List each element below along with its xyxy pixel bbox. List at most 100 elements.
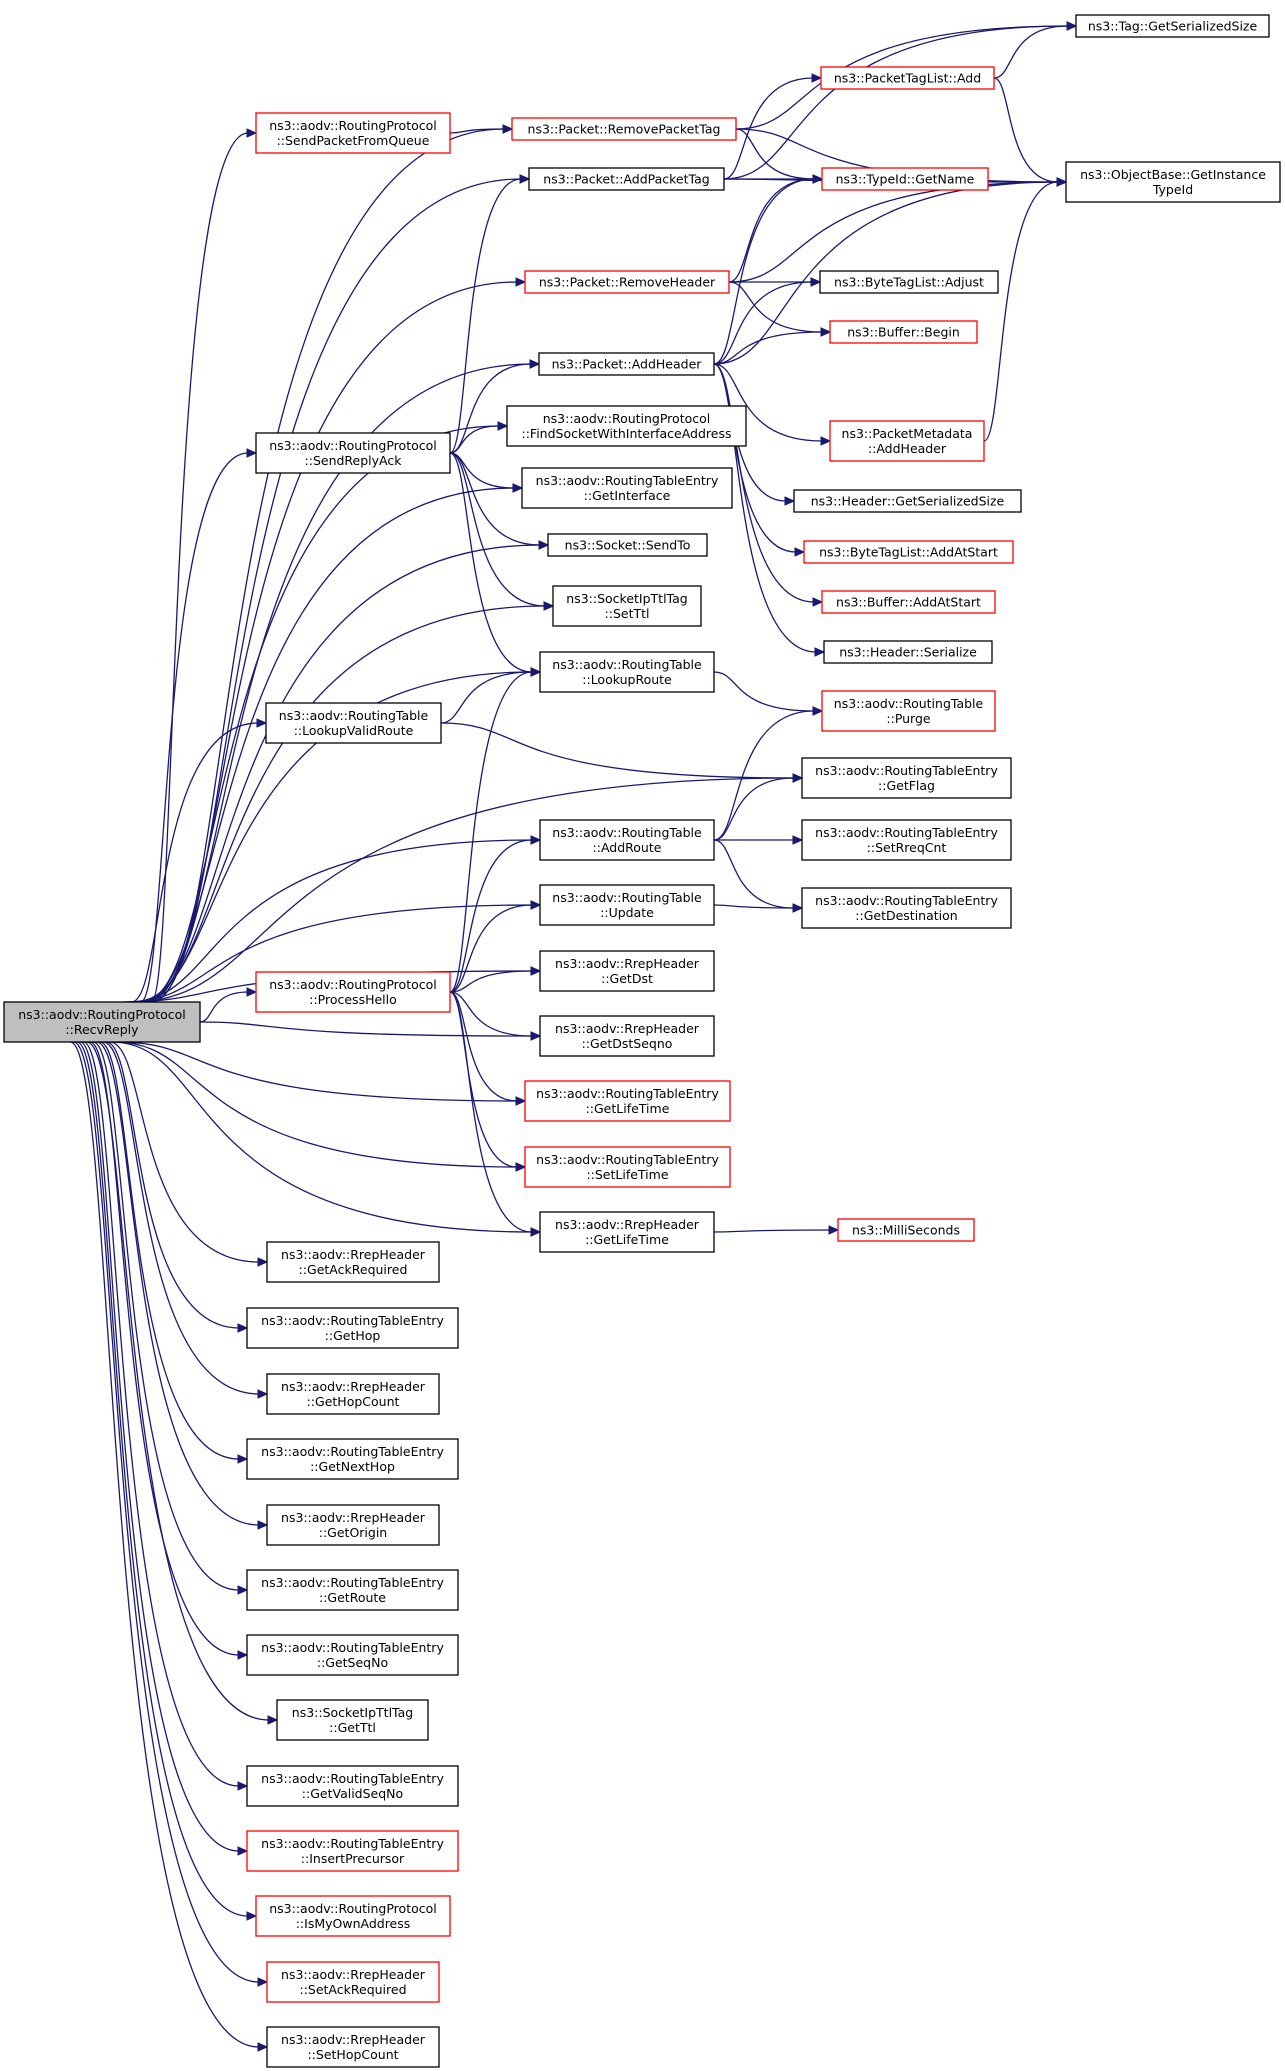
arrowhead-hello-to-addroute [530,835,542,845]
arrowhead-rrepgetlife-to-millis [828,1225,840,1235]
node-hdrserialize[interactable]: ns3::Header::Serialize [823,640,993,664]
node-setack[interactable]: ns3::aodv::RrepHeader::SetAckRequired [266,1961,440,2003]
node-sendto[interactable]: ns3::Socket::SendTo [547,533,708,557]
node-box [506,405,747,447]
node-label-line: ::SetHopCount [307,2047,398,2062]
node-label-line: ::GetSeqNo [317,1655,388,1670]
node-addroute[interactable]: ns3::aodv::RoutingTable::AddRoute [539,819,715,861]
call-edge-recv-to-hello [199,991,249,1023]
node-findsock[interactable]: ns3::aodv::RoutingProtocol::FindSocketWi… [506,405,747,447]
node-box [801,887,1012,929]
node-sethopcount[interactable]: ns3::aodv::RrepHeader::SetHopCount [266,2026,440,2068]
node-getorigin[interactable]: ns3::aodv::RrepHeader::GetOrigin [266,1504,440,1546]
node-lookup[interactable]: ns3::aodv::RoutingTable::LookupRoute [539,651,715,693]
node-ismyown[interactable]: ns3::aodv::RoutingProtocol::IsMyOwnAddre… [255,1895,451,1937]
call-edge-recv-to-getroute [92,1041,240,1591]
node-box [829,320,978,344]
node-addheader[interactable]: ns3::Packet::AddHeader [538,352,715,376]
node-label-line: ns3::aodv::RrepHeader [555,956,700,971]
node-bufstart[interactable]: ns3::Buffer::AddAtStart [821,590,996,614]
call-edge-hello-to-getlife [449,991,518,1102]
call-edge-recv-to-getack [109,1041,260,1263]
node-sendq[interactable]: ns3::aodv::RoutingProtocol::SendPacketFr… [255,112,451,154]
call-edge-hello-to-setlife [449,991,518,1168]
node-rmtag[interactable]: ns3::Packet::RemovePacketTag [511,117,737,141]
node-insertprec[interactable]: ns3::aodv::RoutingTableEntry::InsertPrec… [246,1830,459,1872]
node-millis[interactable]: ns3::MilliSeconds [837,1218,975,1242]
node-gethopcount[interactable]: ns3::aodv::RrepHeader::GetHopCount [266,1373,440,1415]
node-getdst[interactable]: ns3::aodv::RrepHeader::GetDst [539,950,715,992]
call-edge-recv-to-getvalidseq [83,1041,240,1787]
node-tagser[interactable]: ns3::Tag::GetSerializedSize [1075,14,1270,38]
node-getttl[interactable]: ns3::SocketIpTtlTag::GetTtl [276,1699,429,1741]
node-getack[interactable]: ns3::aodv::RrepHeader::GetAckRequired [266,1241,440,1283]
call-edge-addheader-to-hdrserialize [713,363,817,653]
node-purge[interactable]: ns3::aodv::RoutingTable::Purge [821,690,996,732]
node-label-line: ::InsertPrecursor [301,1851,405,1866]
node-label-line: ::SetAckRequired [299,1982,406,1997]
arrowhead-addheader-to-bufbegin [820,327,832,337]
node-getif[interactable]: ns3::aodv::RoutingTableEntry::GetInterfa… [521,467,733,509]
node-label-line: ns3::aodv::RrepHeader [555,1021,700,1036]
node-lookupvalid[interactable]: ns3::aodv::RoutingTable::LookupValidRout… [265,702,442,744]
node-hello[interactable]: ns3::aodv::RoutingProtocol::ProcessHello [255,971,451,1013]
node-label-line: ns3::aodv::RoutingTableEntry [536,473,719,488]
node-gethop[interactable]: ns3::aodv::RoutingTableEntry::GetHop [246,1307,459,1349]
node-setlife[interactable]: ns3::aodv::RoutingTableEntry::SetLifeTim… [524,1146,731,1188]
arrowhead-addroute-to-purge [812,706,824,716]
call-edge-recv-to-gethop [106,1041,240,1329]
node-pmaddheader[interactable]: ns3::PacketMetadata::AddHeader [829,420,985,462]
node-getlife[interactable]: ns3::aodv::RoutingTableEntry::GetLifeTim… [524,1080,731,1122]
call-edge-hello-to-rrepgetlife [449,991,533,1233]
call-edge-sendq-to-rmtag [449,128,505,134]
call-edge-addroute-to-purge [713,710,815,841]
call-edge-sendack-to-findsock [449,425,500,454]
node-rrepgetlife[interactable]: ns3::aodv::RrepHeader::GetLifeTime [539,1211,715,1253]
node-setttl[interactable]: ns3::SocketIpTtlTag::SetTtl [552,585,702,627]
arrowhead-recv-to-getroute [237,1585,249,1595]
node-getseqno[interactable]: ns3::aodv::RoutingTableEntry::GetSeqNo [246,1634,459,1676]
node-label-line: ns3::aodv::RoutingProtocol [269,438,437,453]
node-sendack[interactable]: ns3::aodv::RoutingProtocol::SendReplyAck [255,432,451,474]
call-edge-addtag-to-tagser [723,25,1069,180]
node-getnexthop[interactable]: ns3::aodv::RoutingTableEntry::GetNextHop [246,1438,459,1480]
call-edge-recv-to-rmheader [146,281,518,1003]
call-edge-recv-to-sendq [150,132,249,1003]
node-label-line: ns3::aodv::RoutingTableEntry [261,1444,444,1459]
node-ptladd[interactable]: ns3::PacketTagList::Add [820,66,995,90]
node-label-line: ::GetTtl [329,1720,376,1735]
node-addtag[interactable]: ns3::Packet::AddPacketTag [528,167,725,191]
node-label-line: ns3::aodv::RoutingTableEntry [815,893,998,908]
node-getflag[interactable]: ns3::aodv::RoutingTableEntry::GetFlag [801,757,1012,799]
node-getdest[interactable]: ns3::aodv::RoutingTableEntry::GetDestina… [801,887,1012,929]
arrowhead-addheader-to-typename [812,174,824,184]
node-typename[interactable]: ns3::TypeId::GetName [821,167,989,191]
node-label-line: ns3::ObjectBase::GetInstance [1080,167,1266,182]
arrowhead-hello-to-getdstseq [530,1031,542,1041]
node-box [511,117,737,141]
arrowhead-recv-to-lookupvalid [256,718,268,728]
node-update[interactable]: ns3::aodv::RoutingTable::Update [539,884,715,926]
node-box [524,1080,731,1122]
node-hdrser[interactable]: ns3::Header::GetSerializedSize [793,489,1022,513]
node-label-line: ::GetValidSeqNo [302,1786,403,1801]
arrowhead-recv-to-rmheader [515,277,527,287]
arrowhead-addheader-to-hdrserialize [814,647,826,657]
arrowhead-hello-to-rrepgetlife [530,1227,542,1237]
node-btlstart[interactable]: ns3::ByteTagList::AddAtStart [803,540,1014,564]
node-label-line: ::GetAckRequired [299,1262,408,1277]
node-getroute[interactable]: ns3::aodv::RoutingTableEntry::GetRoute [246,1569,459,1611]
node-box [823,640,993,664]
node-box [539,950,715,992]
node-rmheader[interactable]: ns3::Packet::RemoveHeader [524,270,730,294]
node-bufbegin[interactable]: ns3::Buffer::Begin [829,320,978,344]
node-getvalidseq[interactable]: ns3::aodv::RoutingTableEntry::GetValidSe… [246,1765,459,1807]
node-getdstseq[interactable]: ns3::aodv::RrepHeader::GetDstSeqno [539,1015,715,1057]
arrowhead-sendack-to-addheader [529,359,541,369]
node-setrreq[interactable]: ns3::aodv::RoutingTableEntry::SetRreqCnt [801,819,1012,861]
node-box [255,971,451,1013]
node-box [1075,14,1270,38]
node-btladjust[interactable]: ns3::ByteTagList::Adjust [819,270,999,294]
